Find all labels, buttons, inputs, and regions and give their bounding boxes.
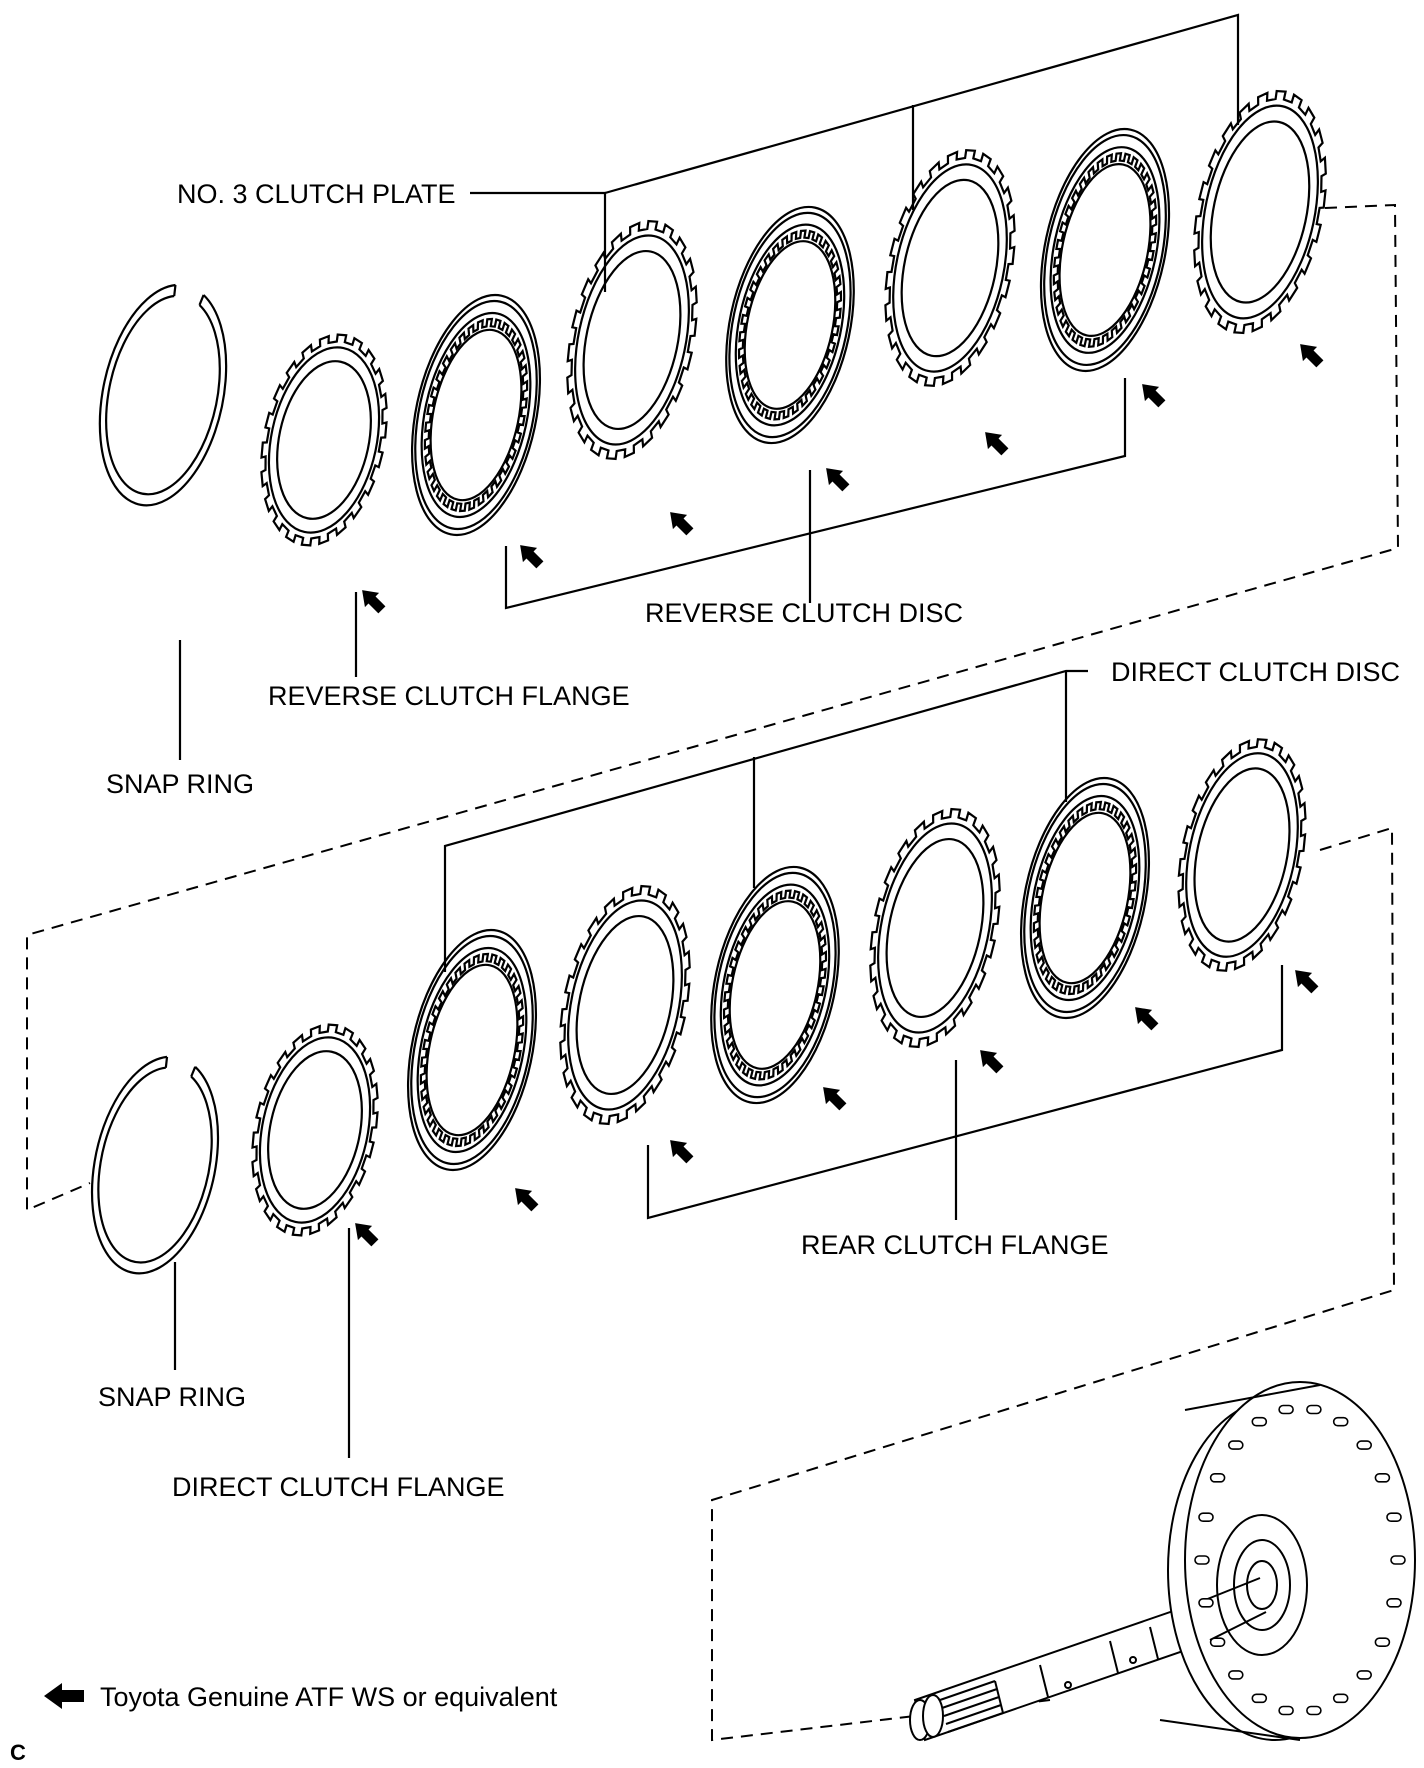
no3-clutch-plate-2 xyxy=(884,149,1016,387)
label-no3-clutch-plate: NO. 3 CLUTCH PLATE xyxy=(177,179,456,209)
legend-text: Toyota Genuine ATF WS or equivalent xyxy=(100,1682,558,1712)
drum-slot xyxy=(1209,1473,1226,1483)
drum-slot xyxy=(1356,1670,1372,1680)
drum-slot xyxy=(1228,1670,1244,1680)
label-snap-ring-lower: SNAP RING xyxy=(98,1382,246,1412)
rear-clutch-flange-2 xyxy=(869,807,1001,1049)
drum-slot xyxy=(1306,1404,1322,1415)
drum-slot xyxy=(1332,1693,1349,1704)
drum-slot xyxy=(1390,1555,1406,1565)
drum-slot xyxy=(1228,1440,1244,1450)
drum-slot xyxy=(1251,1693,1268,1704)
leader-lines xyxy=(173,13,1284,1458)
drum-slot xyxy=(1374,1637,1391,1647)
labels: NO. 3 CLUTCH PLATE REVERSE CLUTCH DISC R… xyxy=(98,179,1400,1502)
no3-clutch-plate-3 xyxy=(1193,89,1327,335)
legend: Toyota Genuine ATF WS or equivalent xyxy=(44,1682,558,1712)
reverse-clutch-disc-2 xyxy=(725,205,855,445)
drum-slot xyxy=(1198,1598,1214,1608)
drum-slot xyxy=(1386,1512,1402,1522)
drum-slot xyxy=(1194,1555,1210,1565)
atf-arrow-icon xyxy=(1135,1007,1159,1031)
atf-arrow-icon xyxy=(355,1223,379,1247)
drum-slot xyxy=(1198,1512,1214,1522)
atf-arrow-icon xyxy=(1142,384,1166,408)
atf-arrow-icon xyxy=(520,545,544,569)
direct-clutch-disc-3 xyxy=(1019,776,1151,1020)
label-snap-ring-upper: SNAP RING xyxy=(106,769,254,799)
atf-arrow-icon xyxy=(670,512,694,536)
label-rear-clutch-flange: REAR CLUTCH FLANGE xyxy=(801,1230,1109,1260)
drum-slot xyxy=(1278,1705,1294,1716)
drum-shaft-assembly xyxy=(909,1381,1416,1742)
drum-slot xyxy=(1356,1440,1372,1450)
clutch-parts xyxy=(90,89,1327,1275)
reverse-clutch-flange xyxy=(260,333,388,547)
label-reverse-clutch-flange: REVERSE CLUTCH FLANGE xyxy=(268,681,630,711)
label-direct-clutch-disc: DIRECT CLUTCH DISC xyxy=(1111,657,1400,687)
atf-arrow-icon xyxy=(980,1050,1004,1074)
corner-mark: C xyxy=(10,1740,26,1763)
reverse-clutch-disc-1 xyxy=(410,293,542,537)
snap-ring-upper xyxy=(98,283,228,507)
atf-arrow-icon xyxy=(823,1087,847,1111)
direct-clutch-disc-2 xyxy=(710,865,840,1105)
label-direct-clutch-flange: DIRECT CLUTCH FLANGE xyxy=(172,1472,505,1502)
arrow-left-icon xyxy=(44,1683,84,1709)
atf-arrow-icon xyxy=(670,1140,694,1164)
atf-arrow-icon xyxy=(515,1188,539,1212)
snap-ring-lower xyxy=(90,1055,220,1275)
drum-slot xyxy=(1306,1705,1322,1716)
drum-slot xyxy=(1209,1637,1226,1647)
direct-clutch-flange xyxy=(251,1023,379,1237)
drum-slot xyxy=(1251,1416,1268,1427)
atf-arrow-icon xyxy=(1295,970,1319,994)
drum-slot xyxy=(1374,1473,1391,1483)
atf-arrow-icon xyxy=(362,590,386,614)
atf-arrow-icon xyxy=(826,468,850,492)
atf-arrow-icon xyxy=(1300,344,1324,368)
atf-arrow-icon xyxy=(985,432,1009,456)
no3-clutch-plate-1 xyxy=(566,219,698,461)
drum-slot xyxy=(1386,1598,1402,1608)
rear-clutch-flange-3 xyxy=(1177,738,1307,972)
reverse-clutch-disc-3 xyxy=(1039,127,1171,373)
rear-clutch-flange-1 xyxy=(559,884,691,1126)
drum-slot xyxy=(1278,1404,1294,1415)
direct-clutch-disc-1 xyxy=(406,928,538,1172)
dashed-guides xyxy=(26,203,1400,1742)
label-reverse-clutch-disc: REVERSE CLUTCH DISC xyxy=(645,598,963,628)
drum-slot xyxy=(1332,1416,1349,1427)
